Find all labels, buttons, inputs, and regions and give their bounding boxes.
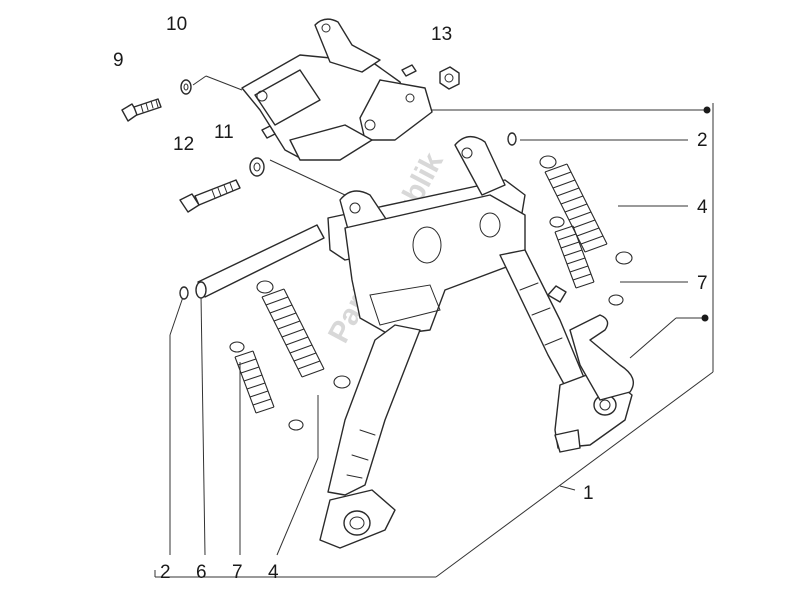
- callout-12: 12: [173, 134, 194, 155]
- callout-6: 6: [196, 562, 207, 583]
- callout-2-right: 2: [697, 130, 708, 151]
- spring-7-left: [229, 341, 304, 431]
- pin-6: [195, 224, 325, 299]
- leader-lines: [154, 75, 714, 578]
- callout-7-bottom: 7: [232, 562, 243, 583]
- circlip-2-left: [179, 286, 189, 300]
- nut-13: [439, 66, 460, 90]
- washer-10: [180, 79, 192, 95]
- circlip-2-right: [507, 132, 517, 146]
- callout-9: 9: [113, 50, 124, 71]
- callout-labels: 9 10 13 12 11 2 4 7 1 2 6 7 4: [113, 14, 708, 583]
- washer-11: [249, 157, 265, 177]
- callout-2-bottom: 2: [160, 562, 171, 583]
- callout-11: 11: [214, 122, 234, 143]
- callout-13: 13: [431, 24, 452, 45]
- callout-10: 10: [166, 14, 187, 35]
- center-stand: [319, 136, 634, 549]
- mounting-bracket: [241, 18, 433, 161]
- spring-7-right: [549, 216, 624, 306]
- spring-4-left: [256, 280, 351, 389]
- spring-4-right: [539, 155, 633, 265]
- callout-4-right: 4: [697, 197, 708, 218]
- bolt-12: [179, 179, 241, 213]
- callout-1: 1: [583, 483, 594, 504]
- callout-7-right: 7: [697, 273, 708, 294]
- callout-4-bottom: 4: [268, 562, 279, 583]
- bolt-9: [121, 98, 162, 122]
